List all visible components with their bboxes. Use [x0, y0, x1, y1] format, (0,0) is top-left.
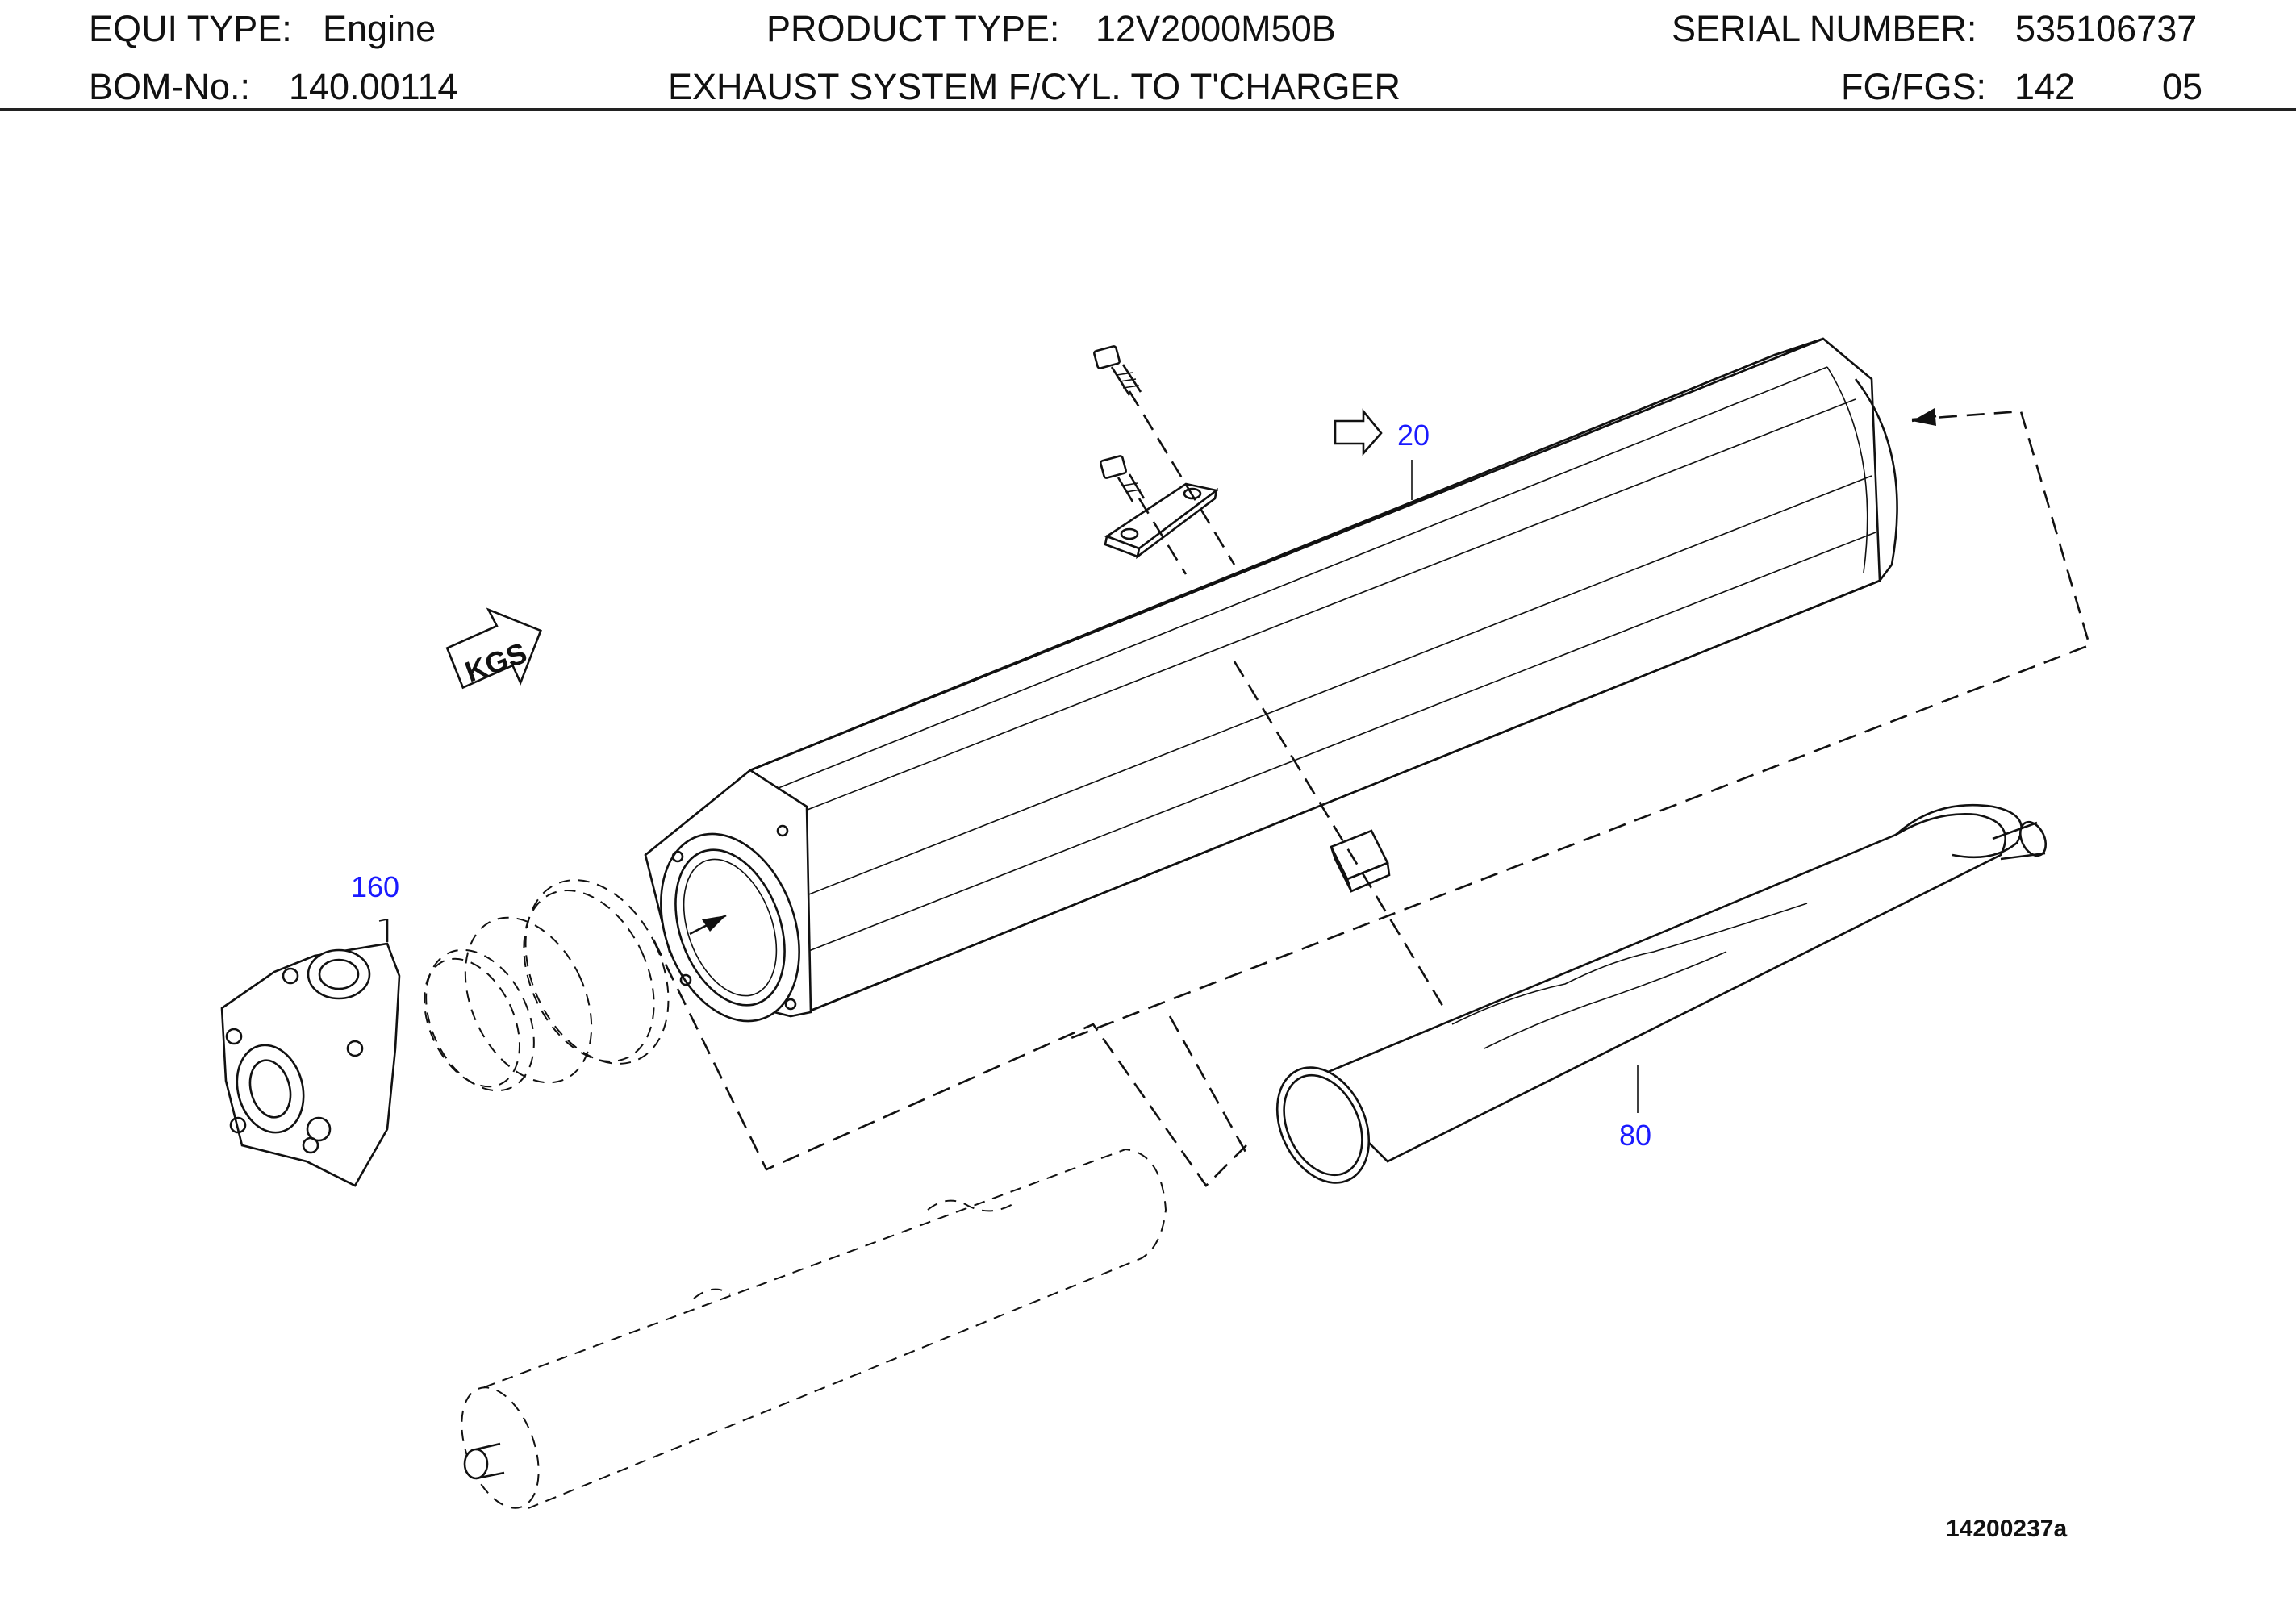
bolt-upper [1093, 345, 1142, 396]
clamp-block [1330, 829, 1391, 893]
callout-20: 20 [1397, 419, 1430, 452]
equi-type-label: EQUI TYPE: [89, 8, 292, 49]
exhaust-manifold-part-20 [644, 337, 1898, 1023]
kgs-arrow-icon: KGS [445, 607, 542, 690]
drawing-number: 14200237a [1946, 1515, 2067, 1542]
callout-80: 80 [1619, 1119, 1651, 1152]
leader-160 [378, 919, 388, 922]
callout-160: 160 [351, 870, 399, 903]
group-description: EXHAUST SYSTEM F/CYL. TO T'CHARGER [668, 66, 1401, 107]
fg-value: 142 [2014, 66, 2076, 107]
product-type-value: 12V2000M50B [1096, 8, 1336, 49]
fgs-value: 05 [2162, 66, 2203, 107]
serial-number-label: SERIAL NUMBER: [1672, 8, 1977, 49]
inner-pipe-part-80 [1275, 803, 2048, 1184]
sealing-rings [423, 879, 670, 1092]
arrow-right-icon [1334, 408, 1383, 456]
product-type-label: PRODUCT TYPE: [766, 8, 1060, 49]
ghost-pipe-outline [461, 1148, 1167, 1509]
fg-fgs-label: FG/FGS: [1841, 66, 1986, 107]
header-row-1: EQUI TYPE: Engine PRODUCT TYPE: 12V2000M… [0, 8, 2296, 65]
bom-value: 140.00114 [289, 66, 458, 107]
elbow-housing-part-160 [220, 919, 401, 1187]
header-row-2: BOM-No.: 140.00114 EXHAUST SYSTEM F/CYL.… [0, 66, 2296, 123]
serial-number-value: 535106737 [2015, 8, 2198, 49]
header-divider [0, 108, 2296, 111]
bom-label: BOM-No.: [89, 66, 251, 107]
equi-type-value: Engine [323, 8, 436, 49]
bolt-lower [1100, 455, 1146, 502]
mounting-flange [1104, 482, 1220, 560]
